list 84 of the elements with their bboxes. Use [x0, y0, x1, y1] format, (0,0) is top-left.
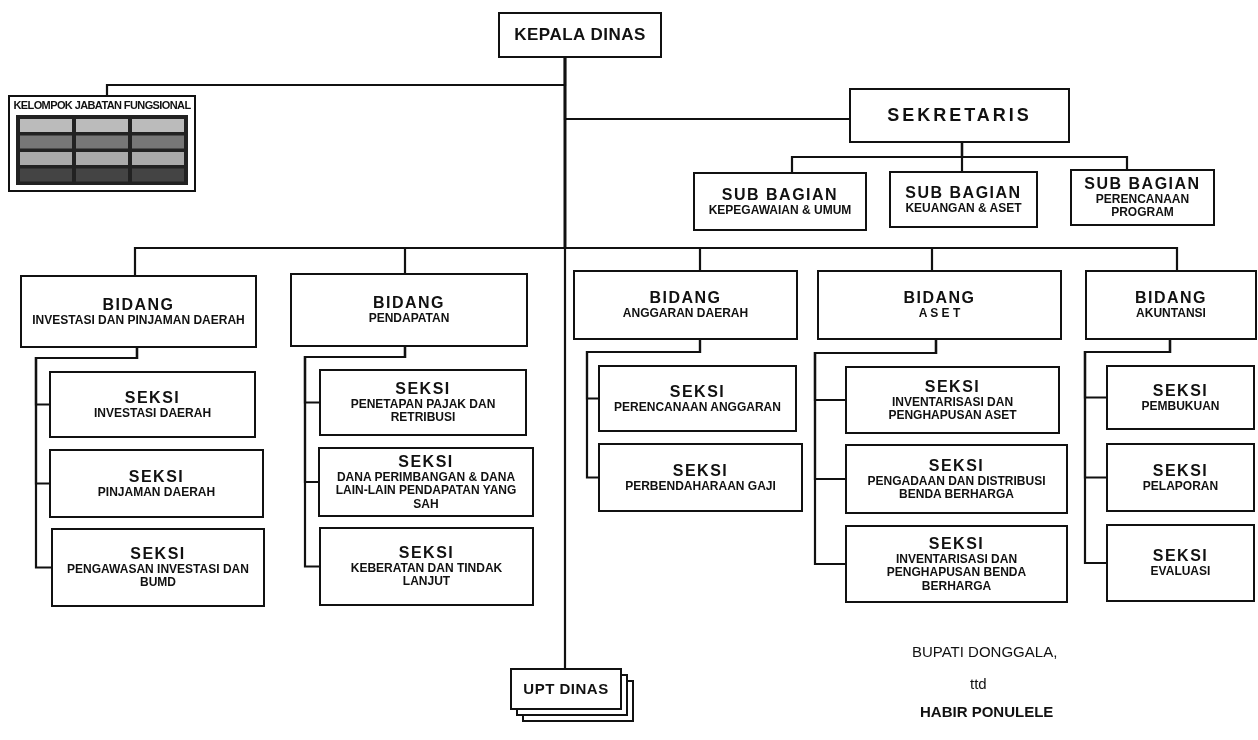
connector-line — [563, 58, 567, 668]
org-unit-box — [498, 12, 662, 58]
unit-name: PELAPORAN — [1142, 479, 1219, 494]
unit-heading: BIDANG — [649, 289, 722, 308]
connector-line — [585, 340, 702, 479]
signature-text: BUPATI DONGGALA, — [912, 643, 1058, 660]
unit-name: INVESTASI DAN PINJAMAN DAERAH — [32, 313, 245, 328]
org-unit-box — [889, 171, 1038, 228]
unit-heading: SEKSI — [669, 382, 726, 401]
org-unit-box — [849, 88, 1070, 143]
unit-name: EVALUASI — [1150, 565, 1211, 579]
unit-name: AKUNTANSI — [1136, 307, 1206, 321]
org-unit-box — [845, 366, 1060, 434]
org-unit-box — [51, 528, 265, 607]
unit-heading: SUB BAGIAN — [1084, 175, 1201, 193]
org-unit-box — [845, 444, 1068, 514]
org-unit-box — [318, 447, 534, 517]
unit-heading: SEKSI — [130, 545, 186, 563]
unit-heading: SEKSI — [1152, 461, 1209, 480]
connector-line — [34, 348, 139, 569]
unit-name: ANGGARAN DAERAH — [622, 307, 749, 321]
unit-name: KEBERATAN DAN TINDAK LANJUT — [349, 562, 504, 589]
unit-name: KELOMPOK JABATAN FUNGSIONAL — [13, 99, 191, 112]
org-unit-box — [49, 449, 264, 518]
org-unit-box — [598, 443, 803, 512]
unit-heading: SEKSI — [398, 544, 455, 562]
org-unit-box — [49, 371, 256, 438]
signatory-name: HABIR PONULELE — [920, 703, 1054, 720]
org-unit-box — [845, 525, 1068, 603]
unit-name: SEKRETARIS — [887, 105, 1032, 126]
unit-name: KEPALA DINAS — [514, 25, 646, 45]
unit-heading: BIDANG — [1134, 289, 1208, 308]
connector-line — [303, 347, 407, 568]
unit-heading: SEKSI — [672, 461, 729, 480]
signature-text: ttd — [970, 675, 987, 692]
org-unit-box — [319, 527, 534, 606]
unit-name: PINJAMAN DAERAH — [97, 485, 216, 500]
unit-name: KEPEGAWAIAN & UMUM — [708, 203, 852, 218]
functional-group-box — [8, 95, 196, 192]
unit-name: INVESTASI DAERAH — [93, 406, 212, 421]
unit-heading: SEKSI — [928, 534, 985, 553]
unit-name: PERENCANAAN PROGRAM — [1094, 193, 1191, 220]
org-unit-box — [510, 668, 622, 710]
org-unit-box — [1106, 524, 1255, 602]
unit-heading: SEKSI — [395, 380, 451, 398]
org-unit-box — [598, 365, 797, 432]
unit-heading: SEKSI — [1152, 381, 1209, 400]
unit-heading: SEKSI — [124, 388, 181, 407]
connector-line — [1083, 340, 1172, 565]
unit-name: PERENCANAAN ANGGARAN — [614, 400, 781, 415]
unit-name: PENGAWASAN INVESTASI DAN BUMD — [66, 563, 250, 590]
connector-line — [813, 340, 938, 566]
unit-heading: BIDANG — [102, 295, 175, 314]
unit-heading: SUB BAGIAN — [905, 183, 1022, 202]
unit-heading: SEKSI — [1152, 547, 1209, 566]
org-unit-box — [1106, 365, 1255, 430]
unit-heading: SEKSI — [924, 377, 981, 396]
connector-line — [960, 143, 1129, 169]
org-unit-box — [573, 270, 798, 340]
unit-heading: SUB BAGIAN — [721, 185, 839, 204]
unit-name: PEMBUKUAN — [1141, 399, 1220, 414]
org-unit-box — [319, 369, 527, 436]
org-unit-box — [20, 275, 257, 348]
unit-heading: SEKSI — [928, 456, 985, 475]
unit-name: INVENTARISASI DAN PENGHAPUSAN ASET — [887, 395, 1018, 423]
unit-heading: BIDANG — [372, 294, 446, 313]
org-unit-box — [693, 172, 867, 231]
unit-name: PERBENDAHARAAN GAJI — [625, 479, 776, 494]
org-unit-box — [1106, 443, 1255, 512]
org-unit-box — [817, 270, 1062, 340]
unit-heading: SEKSI — [398, 452, 454, 471]
unit-name: PENDAPATAN — [368, 312, 450, 326]
org-unit-box — [1085, 270, 1257, 340]
unit-name: UPT DINAS — [523, 680, 609, 698]
unit-heading: BIDANG — [903, 289, 976, 308]
org-unit-box — [1070, 169, 1215, 226]
org-unit-box — [290, 273, 528, 347]
unit-name: KEUANGAN & ASET — [905, 201, 1022, 216]
unit-name: A S E T — [918, 307, 961, 321]
unit-heading: SEKSI — [128, 467, 185, 486]
unit-name: PENGADAAN DAN DISTRIBUSI BENDA BERHARGA — [866, 474, 1047, 502]
unit-name: PENETAPAN PAJAK DAN RETRIBUSI — [349, 398, 497, 425]
unit-name: DANA PERIMBANGAN & DANA LAIN-LAIN PENDAPATAN YANG SAH — [334, 470, 518, 512]
unit-name: INVENTARISASI DAN PENGHAPUSAN BENDA BERHARGA — [885, 552, 1028, 594]
